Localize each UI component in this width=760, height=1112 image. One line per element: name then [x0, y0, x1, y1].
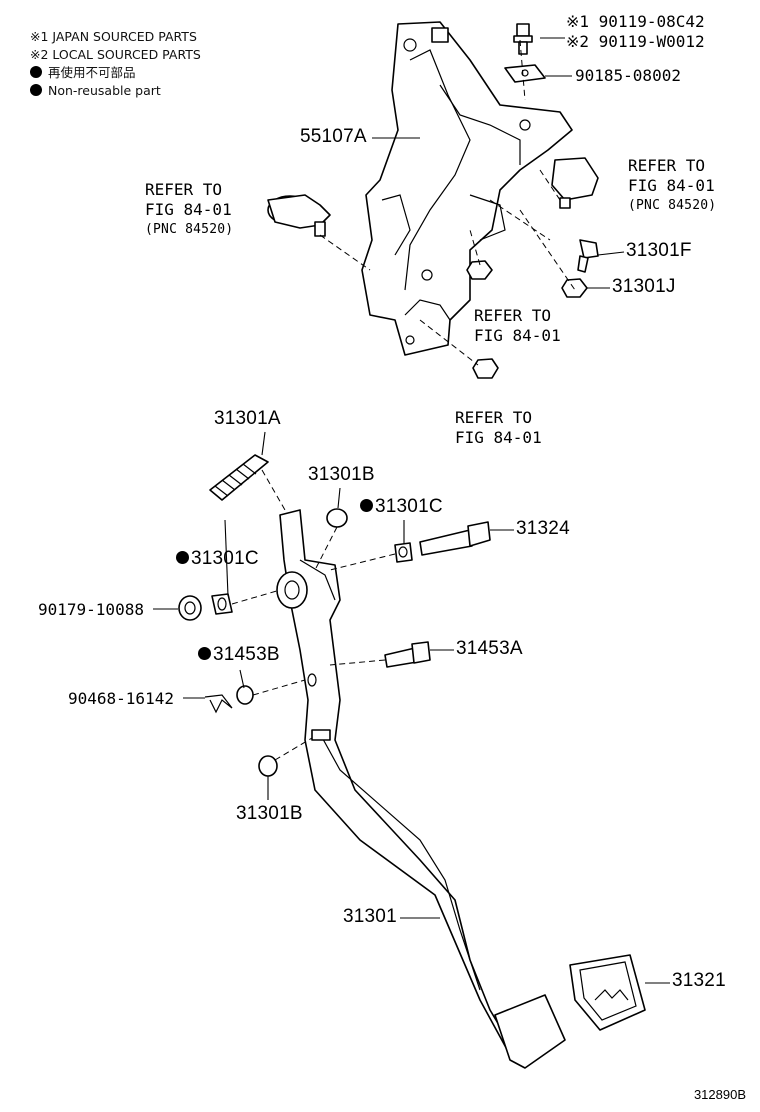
label-90119-08c42: ※1 90119-08C42	[566, 12, 705, 31]
non-reusable-icon	[360, 499, 373, 512]
clip-icon	[204, 694, 233, 714]
label-90119-w0012: ※2 90119-W0012	[566, 32, 705, 51]
refer-left-line2: FIG 84-01	[145, 200, 232, 219]
label-90185-08002: 90185-08002	[575, 66, 681, 85]
refer-mid-line1: REFER TO	[474, 306, 552, 325]
switch-icon	[551, 157, 599, 209]
refer-mid-line2: FIG 84-01	[474, 326, 561, 345]
bushing-icon	[394, 542, 413, 563]
assembly-lines	[231, 39, 576, 761]
refer-right-line1: REFER TO	[628, 156, 706, 175]
bushing-icon	[211, 593, 233, 615]
refer-right-line2: FIG 84-01	[628, 176, 715, 195]
label-55107a: 55107A	[300, 126, 367, 147]
refer-low-line2: FIG 84-01	[455, 428, 542, 447]
label-31301b-bottom: 31301B	[236, 803, 303, 824]
label-31301: 31301	[343, 906, 397, 927]
bushing-icon	[236, 685, 254, 705]
cap-icon	[258, 755, 278, 777]
label-31301f: 31301F	[626, 240, 692, 261]
bolt-icon	[577, 239, 599, 273]
legend: ※1 JAPAN SOURCED PARTS ※2 LOCAL SOURCED …	[30, 28, 201, 100]
legend-japan-sourced: ※1 JAPAN SOURCED PARTS	[30, 29, 197, 44]
nut-icon	[561, 278, 588, 298]
label-31301a: 31301A	[214, 408, 281, 429]
nut-icon	[472, 358, 499, 379]
spring-icon	[209, 454, 269, 501]
cap-icon	[326, 508, 348, 528]
bolt-icon	[384, 641, 431, 668]
refer-left-line1: REFER TO	[145, 180, 223, 199]
legend-local-sourced: ※2 LOCAL SOURCED PARTS	[30, 47, 201, 62]
label-31453a: 31453A	[456, 638, 523, 659]
bullet-icon	[30, 66, 42, 78]
label-31453b: 31453B	[198, 644, 280, 666]
nut-icon	[466, 260, 493, 280]
pedal-pad-icon	[569, 954, 646, 1031]
diagram-code: 312890B	[693, 1087, 746, 1102]
label-31301j: 31301J	[612, 276, 676, 297]
switch-icon	[267, 194, 331, 237]
label-90179-10088: 90179-10088	[38, 600, 144, 619]
refer-right-pnc: (PNC 84520)	[628, 198, 717, 213]
label-31301b-top: 31301B	[308, 464, 375, 485]
legend-non-reusable-en: Non-reusable part	[30, 82, 201, 100]
nut-icon	[178, 595, 202, 621]
bolt-icon	[513, 23, 533, 55]
non-reusable-icon	[176, 551, 189, 564]
non-reusable-icon	[198, 647, 211, 660]
leader-lines	[153, 37, 670, 984]
bolt-icon	[419, 521, 491, 556]
label-31301c-left: 31301C	[176, 548, 259, 570]
refer-low-line1: REFER TO	[455, 408, 533, 427]
pedal-bracket	[361, 21, 573, 356]
nut-plate-icon	[504, 64, 546, 83]
refer-left-pnc: (PNC 84520)	[145, 222, 234, 237]
label-31301c-right: 31301C	[360, 496, 443, 518]
pedal-arm	[276, 509, 526, 1066]
label-31321: 31321	[672, 970, 726, 991]
legend-non-reusable-jp: 再使用不可部品	[30, 64, 201, 82]
pedal-pad-icon	[494, 994, 566, 1069]
bullet-icon	[30, 84, 42, 96]
label-31324: 31324	[516, 518, 570, 539]
label-90468-16142: 90468-16142	[68, 689, 174, 708]
